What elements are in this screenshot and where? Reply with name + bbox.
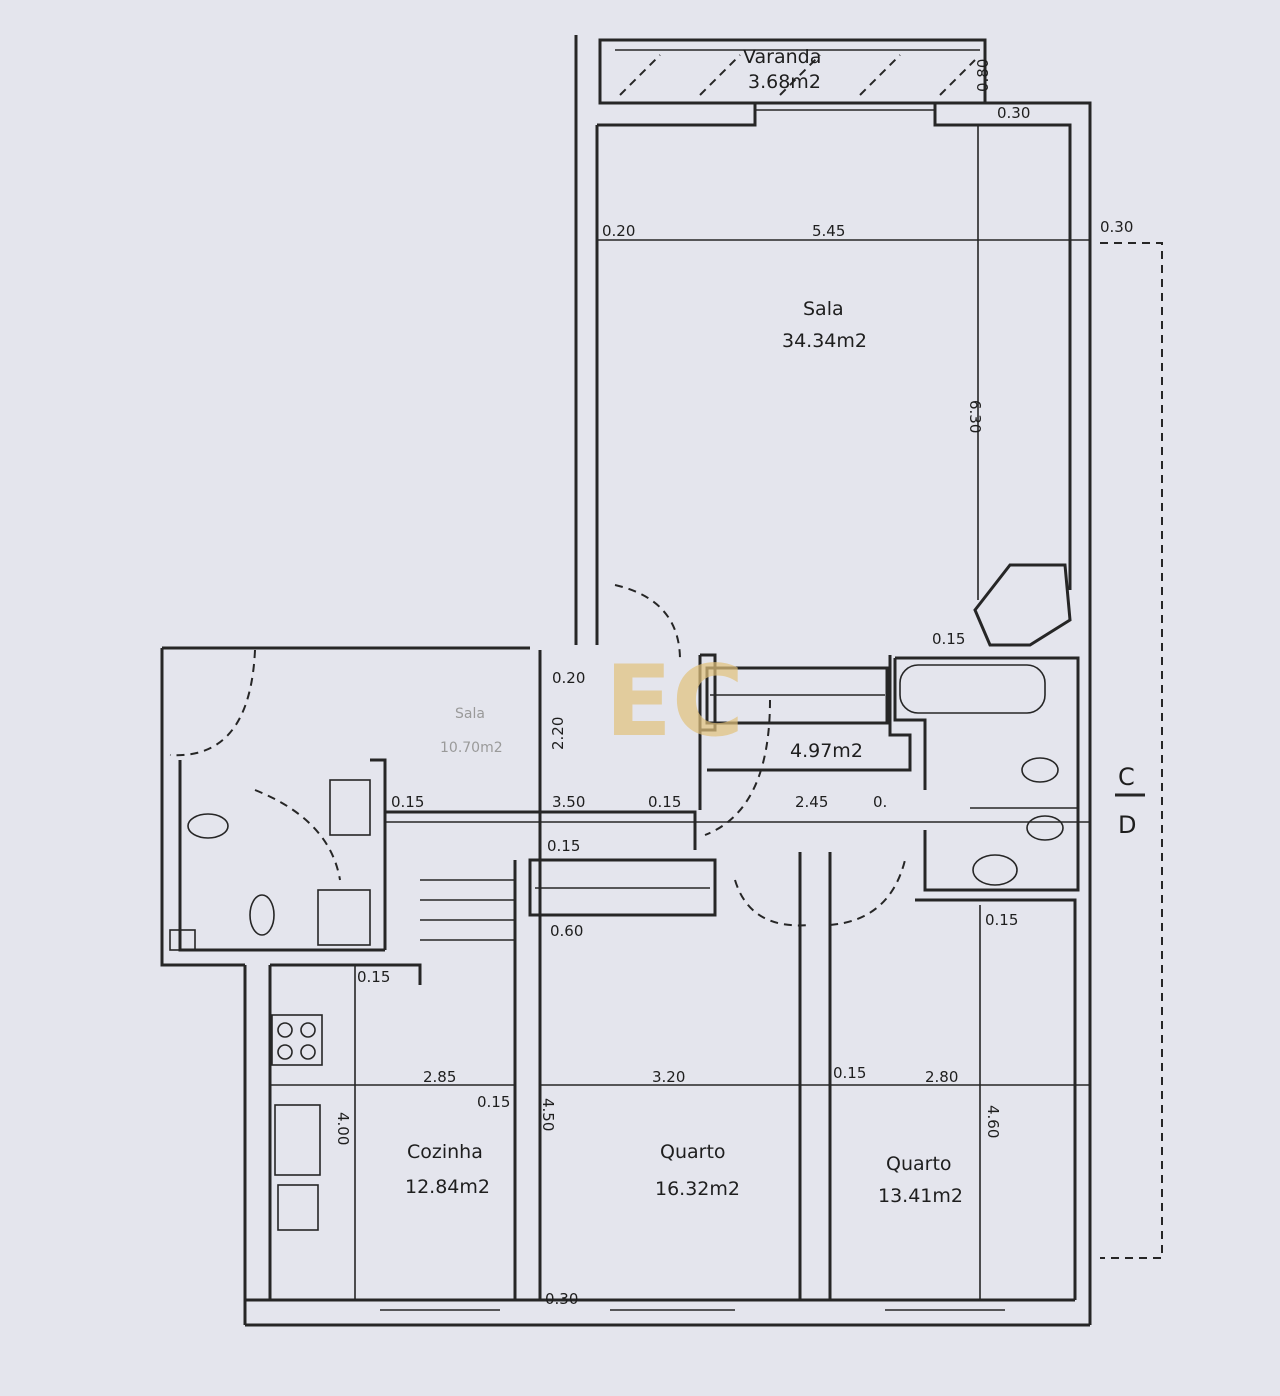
dim-varanda-depth: 0.80 (974, 59, 992, 92)
dim-quarto2-wall: 0.15 (985, 911, 1018, 929)
dim-left-wall: 0.15 (391, 793, 424, 811)
dim-corridor-width: 3.50 (552, 793, 585, 811)
dim-closet-depth: 0.60 (550, 922, 583, 940)
quarto1-area: 16.32m2 (655, 1178, 740, 1200)
quarto2-area: 13.41m2 (878, 1185, 963, 1207)
varanda-area: 3.68m2 (748, 71, 821, 93)
dim-sala-right-wall: 0.30 (1100, 218, 1133, 236)
section-marker-top: C (1118, 763, 1135, 791)
faded-room-name: Sala (455, 706, 485, 722)
dim-hall-width: 2.45 (795, 793, 828, 811)
dim-kitchen-wall-top: 0.15 (357, 968, 390, 986)
balcony-outline (598, 38, 987, 105)
dim-quarto2-depth: 4.60 (984, 1105, 1002, 1138)
varanda-name: Varanda (743, 46, 821, 68)
sala-name: Sala (803, 298, 844, 320)
watermark-logo: EC (605, 645, 744, 759)
section-marker: C D (1115, 763, 1145, 839)
quarto1-name: Quarto (660, 1141, 726, 1163)
dim-hall-wall-top: 0.20 (552, 669, 585, 687)
dim-bath-wall: 0.15 (932, 630, 965, 648)
section-marker-bottom: D (1118, 811, 1136, 839)
faded-room-area: 10.70m2 (440, 740, 503, 756)
dim-kitchen-width: 2.85 (423, 1068, 456, 1086)
dim-sala-width: 5.45 (812, 222, 845, 240)
dim-bottom-wall: 0.30 (545, 1290, 578, 1308)
sala-area: 34.34m2 (782, 330, 867, 352)
dim-corridor-wall-low: 0.15 (547, 837, 580, 855)
dimension-labels: 0.80 0.30 0.20 5.45 0.30 6.30 0.15 0.20 … (334, 59, 1133, 1308)
dim-quarto2-width: 2.80 (925, 1068, 958, 1086)
quarto2-name: Quarto (886, 1153, 952, 1175)
closet-top (705, 666, 889, 725)
room-labels: Varanda 3.68m2 Sala 34.34m2 4.97m2 Sala … (405, 46, 963, 1207)
cozinha-name: Cozinha (407, 1141, 483, 1163)
dim-hall-end: 0. (873, 793, 887, 811)
hall-area: 4.97m2 (790, 740, 863, 762)
dim-sala-left-wall: 0.20 (602, 222, 635, 240)
dim-quarto1-depth: 4.50 (539, 1098, 557, 1131)
dim-sala-depth: 6.30 (966, 400, 984, 433)
closet-bottom (528, 858, 717, 917)
dim-quarto-wall: 0.15 (833, 1064, 866, 1082)
dim-kitchen-wall: 0.15 (477, 1093, 510, 1111)
dim-hall-depth: 2.20 (549, 717, 567, 750)
dim-top-right-wall: 0.30 (997, 104, 1030, 122)
dim-kitchen-depth: 4.00 (334, 1112, 352, 1145)
dim-corridor-wall: 0.15 (648, 793, 681, 811)
dim-quarto1-width: 3.20 (652, 1068, 685, 1086)
walls (160, 35, 1163, 1327)
cozinha-area: 12.84m2 (405, 1176, 490, 1198)
